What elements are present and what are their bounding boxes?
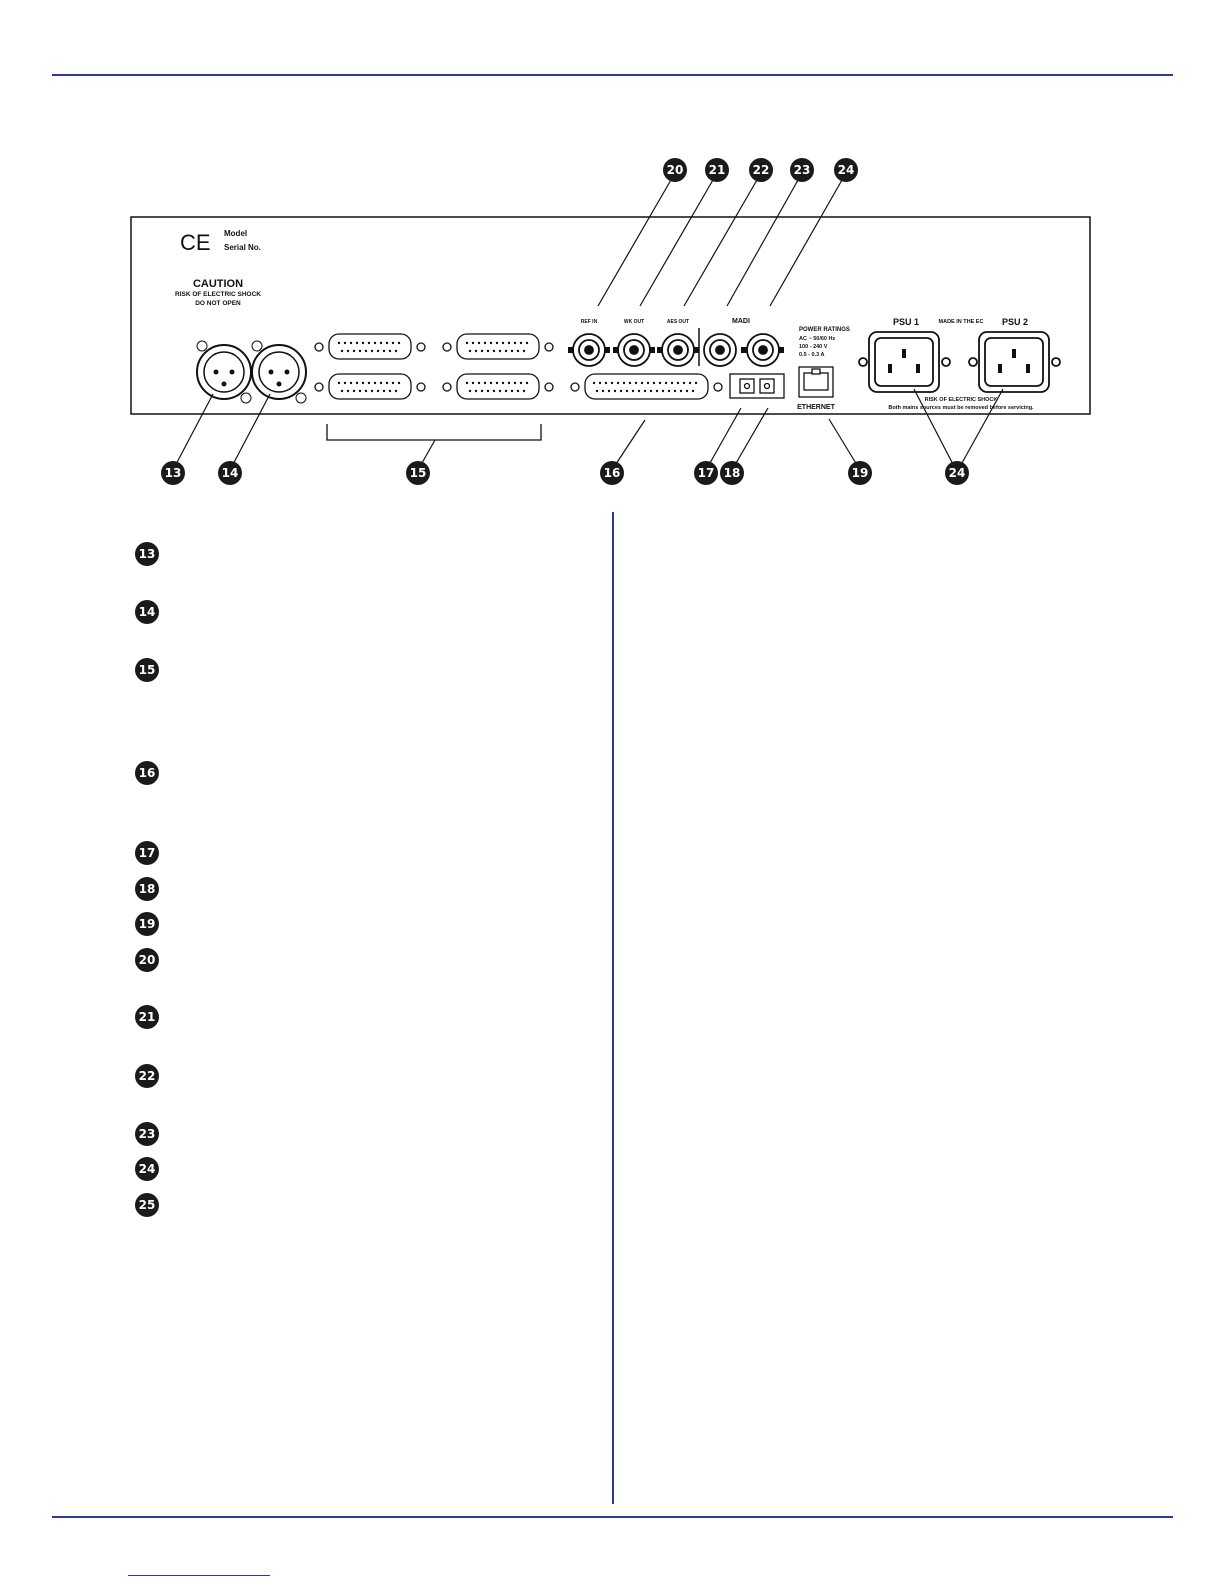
- callout-23: 23: [790, 158, 814, 182]
- made-in-label: MADE IN THE EC: [939, 319, 984, 325]
- svg-text:15: 15: [410, 466, 427, 480]
- svg-text:18: 18: [724, 466, 741, 480]
- svg-text:14: 14: [139, 605, 156, 619]
- shock-line1: RISK OF ELECTRIC SHOCK: [925, 397, 998, 403]
- legend-badge-20: 20: [135, 948, 159, 972]
- psu1-iec-inlet: [858, 331, 951, 393]
- svg-text:18: 18: [139, 882, 156, 896]
- column-divider: [612, 512, 614, 1504]
- svg-text:24: 24: [139, 1162, 156, 1176]
- legend-badge-18: 18: [135, 877, 159, 901]
- svg-text:17: 17: [698, 466, 715, 480]
- power-title: POWER RATINGS: [799, 327, 850, 333]
- psu2-label: PSU 2: [1002, 317, 1028, 327]
- top-rule: [52, 74, 1173, 76]
- legend-badge-13: 13: [135, 542, 159, 566]
- legend-badge-25: 25: [135, 1193, 159, 1217]
- dsub-pins: [337, 341, 529, 393]
- madi-label: MADI: [732, 318, 750, 325]
- legend-badge-24: 24: [135, 1157, 159, 1181]
- svg-text:25: 25: [139, 1198, 156, 1212]
- callout-18: 18: [720, 461, 744, 485]
- svg-text:22: 22: [753, 163, 770, 177]
- callout-20: 20: [663, 158, 687, 182]
- serial-label: Serial No.: [224, 243, 261, 252]
- ce-mark: CE: [180, 230, 211, 255]
- callout-16: 16: [600, 461, 624, 485]
- legend-badge-16: 16: [135, 761, 159, 785]
- svg-text:17: 17: [139, 846, 156, 860]
- legend-badge-21: 21: [135, 1005, 159, 1029]
- dsub-connector-16: [570, 373, 723, 400]
- caution-line1: RISK OF ELECTRIC SHOCK: [175, 291, 261, 298]
- callout-13: 13: [161, 461, 185, 485]
- callout-21: 21: [705, 158, 729, 182]
- bnc-tabs: [568, 347, 784, 353]
- psu2-pins: [998, 349, 1030, 373]
- power-line2: 100 - 240 V: [799, 344, 828, 350]
- dsub-connectors-15: [314, 333, 554, 400]
- legend-badge-23: 23: [135, 1122, 159, 1146]
- svg-text:23: 23: [139, 1127, 156, 1141]
- caution-line2: DO NOT OPEN: [195, 300, 241, 307]
- callout-14: 14: [218, 461, 242, 485]
- xlr-connector-14: [251, 340, 307, 404]
- svg-text:15: 15: [139, 663, 156, 677]
- wk-out-label: WK OUT: [624, 319, 644, 325]
- legend-badge-15: 15: [135, 658, 159, 682]
- svg-text:21: 21: [139, 1010, 156, 1024]
- legend-badge-17: 17: [135, 841, 159, 865]
- shock-line2: Both mains sources must be removed befor…: [888, 405, 1034, 411]
- optical-ports: [729, 373, 785, 399]
- callout-22: 22: [749, 158, 773, 182]
- leader-lines: [172, 172, 1004, 473]
- svg-text:13: 13: [165, 466, 182, 480]
- model-label: Model: [224, 229, 247, 238]
- ethernet-label: ETHERNET: [797, 404, 835, 411]
- svg-text:23: 23: [794, 163, 811, 177]
- svg-text:20: 20: [667, 163, 684, 177]
- svg-text:24: 24: [949, 466, 966, 480]
- svg-text:22: 22: [139, 1069, 156, 1083]
- power-line1: AC ~ 50/60 Hz: [799, 336, 835, 342]
- svg-text:19: 19: [852, 466, 869, 480]
- callout-17: 17: [694, 461, 718, 485]
- dsub-16-pins: [592, 381, 698, 393]
- svg-text:20: 20: [139, 953, 156, 967]
- callout-24-bottom: 24: [945, 461, 969, 485]
- legend-badge-14: 14: [135, 600, 159, 624]
- rear-panel-diagram: CE Model Serial No. CAUTION RISK OF ELEC…: [130, 158, 1091, 485]
- callout-19: 19: [848, 461, 872, 485]
- callout-15: 15: [406, 461, 430, 485]
- svg-text:16: 16: [139, 766, 156, 780]
- bottom-rule: [52, 1516, 1173, 1518]
- caution-title: CAUTION: [193, 278, 243, 290]
- footer-underline: [128, 1575, 270, 1576]
- ethernet-port: [798, 366, 834, 398]
- xlr-connector-13: [196, 340, 252, 404]
- svg-text:24: 24: [838, 163, 855, 177]
- svg-text:19: 19: [139, 917, 156, 931]
- svg-text:16: 16: [604, 466, 621, 480]
- ref-in-label: REF IN: [581, 319, 598, 325]
- aes-out-label: AES OUT: [667, 319, 689, 325]
- bnc-connectors: [572, 333, 780, 367]
- legend-badge-22: 22: [135, 1064, 159, 1088]
- power-line3: 0.5 - 0.3 A: [799, 352, 825, 358]
- svg-text:14: 14: [222, 466, 239, 480]
- psu1-pins: [888, 349, 920, 373]
- callout-24-top: 24: [834, 158, 858, 182]
- legend-badge-19: 19: [135, 912, 159, 936]
- psu2-iec-inlet: [968, 331, 1061, 393]
- svg-text:21: 21: [709, 163, 726, 177]
- psu1-label: PSU 1: [893, 317, 919, 327]
- svg-text:13: 13: [139, 547, 156, 561]
- bracket-15: [326, 424, 542, 441]
